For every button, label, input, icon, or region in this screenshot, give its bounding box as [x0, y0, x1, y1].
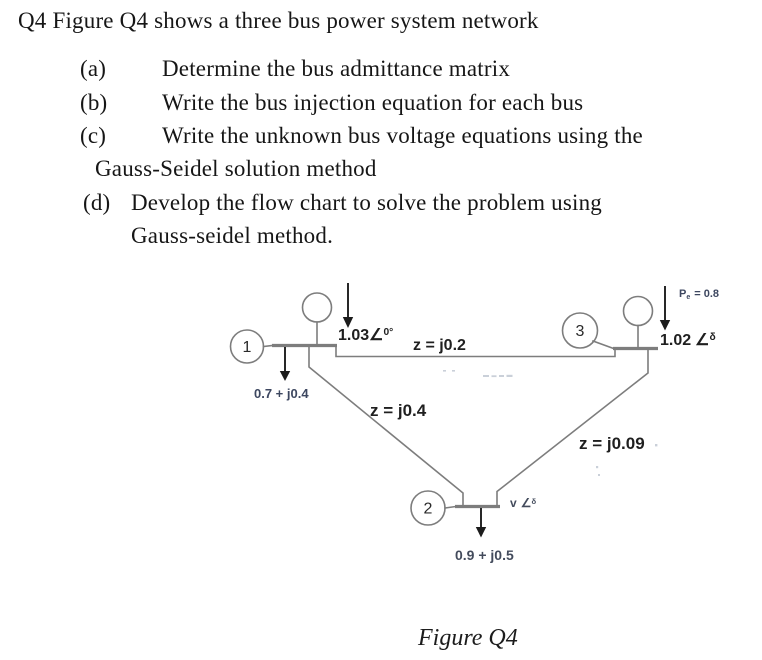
transmission-line-3-2: [496, 349, 649, 507]
bus-1-voltage-label: 1.03∠0°: [338, 328, 393, 344]
item-d-text: Develop the flow chart to solve the prob…: [131, 190, 602, 215]
item-c-label: (c): [80, 123, 107, 148]
bus-1-demand-arrowhead: [342, 317, 354, 328]
angle-symbol: ∠: [369, 327, 384, 344]
item-d-continuation: Gauss-seidel method.: [131, 223, 334, 248]
angle-symbol: ∠: [695, 332, 710, 349]
bus-3-voltage-label: 1.02∠δ: [660, 333, 716, 349]
item-d-label: (d): [83, 190, 111, 215]
bus-1-connector: [262, 344, 273, 348]
item-b-text: Write the bus injection equation for eac…: [162, 90, 584, 115]
bus-2-number: 2: [424, 501, 433, 518]
bus-3-number: 3: [576, 323, 585, 340]
transmission-line-1-2: [308, 345, 464, 507]
item-a-text: Determine the bus admittance matrix: [162, 56, 511, 81]
line-1-2-impedance-label: z = j0.4: [370, 401, 427, 420]
generator-3-icon: [622, 295, 654, 327]
bus-2-connector: [444, 505, 457, 509]
power-symbol: P: [679, 288, 687, 300]
bus-2-voltage-label: v∠δ: [510, 497, 536, 509]
bus-1-number: 1: [243, 339, 252, 356]
power-subscript: e: [686, 294, 691, 302]
transmission-line-1-3: [335, 345, 616, 358]
bus-1-angle-value: 0°: [383, 327, 394, 339]
bus-3-demand-arrowhead: [659, 320, 671, 331]
power-value: = 0.8: [694, 288, 720, 300]
bus-3-angle-value: δ: [709, 332, 716, 344]
generator-1-icon: [301, 292, 333, 323]
bus-2-load-label: 0.9 + j0.5: [455, 547, 514, 563]
bus-3-power-label: Pe= 0.8: [679, 288, 720, 302]
bus-2-voltage-value: v: [510, 496, 517, 510]
scan-artifacts: [443, 370, 658, 476]
item-c-text: Write the unknown bus voltage equations …: [162, 123, 643, 148]
item-c-continuation: Gauss-Seidel solution method: [95, 156, 377, 181]
load-2-arrowhead: [475, 527, 487, 538]
bus-2-angle-value: δ: [531, 496, 537, 506]
figure-caption: Figure Q4: [418, 625, 518, 651]
line-1-3-impedance-label: z = j0.2: [413, 337, 466, 354]
item-b-label: (b): [80, 90, 108, 115]
bus-3-group: 3: [561, 286, 671, 351]
bus-1-voltage-value: 1.03: [338, 327, 370, 344]
line-3-2-impedance-label: z = j0.09: [579, 434, 645, 453]
bus-2-group: 2: [410, 490, 500, 538]
load-1-arrowhead: [279, 371, 291, 381]
bus-1-load-label: 0.7 + j0.4: [254, 386, 309, 401]
bus-3-voltage-value: 1.02: [660, 332, 692, 349]
bus-3-connector: [591, 339, 615, 350]
bus-1-group: 1: [229, 283, 354, 381]
bus-3-circle: [561, 312, 599, 349]
item-a-label: (a): [80, 56, 107, 81]
question-title: Q4 Figure Q4 shows a three bus power sys…: [18, 8, 539, 33]
angle-symbol: ∠: [520, 496, 532, 510]
